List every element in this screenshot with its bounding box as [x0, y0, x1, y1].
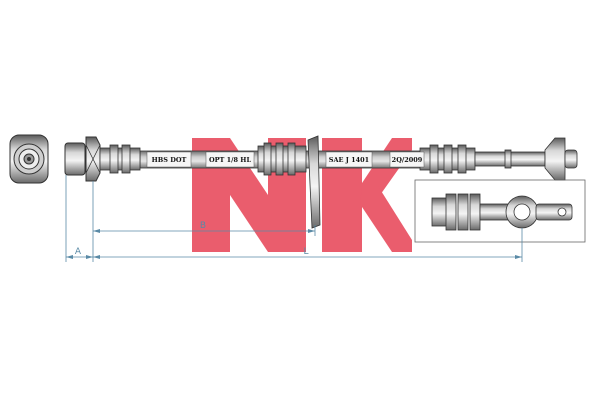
- brake-hose-assembly: [64, 135, 578, 229]
- hose-label-2: OPT 1/8 HL: [209, 156, 251, 164]
- dimension-b-label: B: [200, 221, 206, 231]
- dimension-lines: [65, 175, 523, 262]
- fitting-end-view: [9, 134, 49, 184]
- detail-inset: [414, 179, 586, 243]
- dimension-l-label: L: [303, 247, 308, 257]
- hose-label-4: 2Q/2009: [392, 156, 423, 164]
- dimension-a-label: A: [75, 247, 82, 257]
- hose-label-1: HBS DOT: [152, 156, 187, 164]
- hose-label-3: SAE J 1401: [329, 156, 369, 164]
